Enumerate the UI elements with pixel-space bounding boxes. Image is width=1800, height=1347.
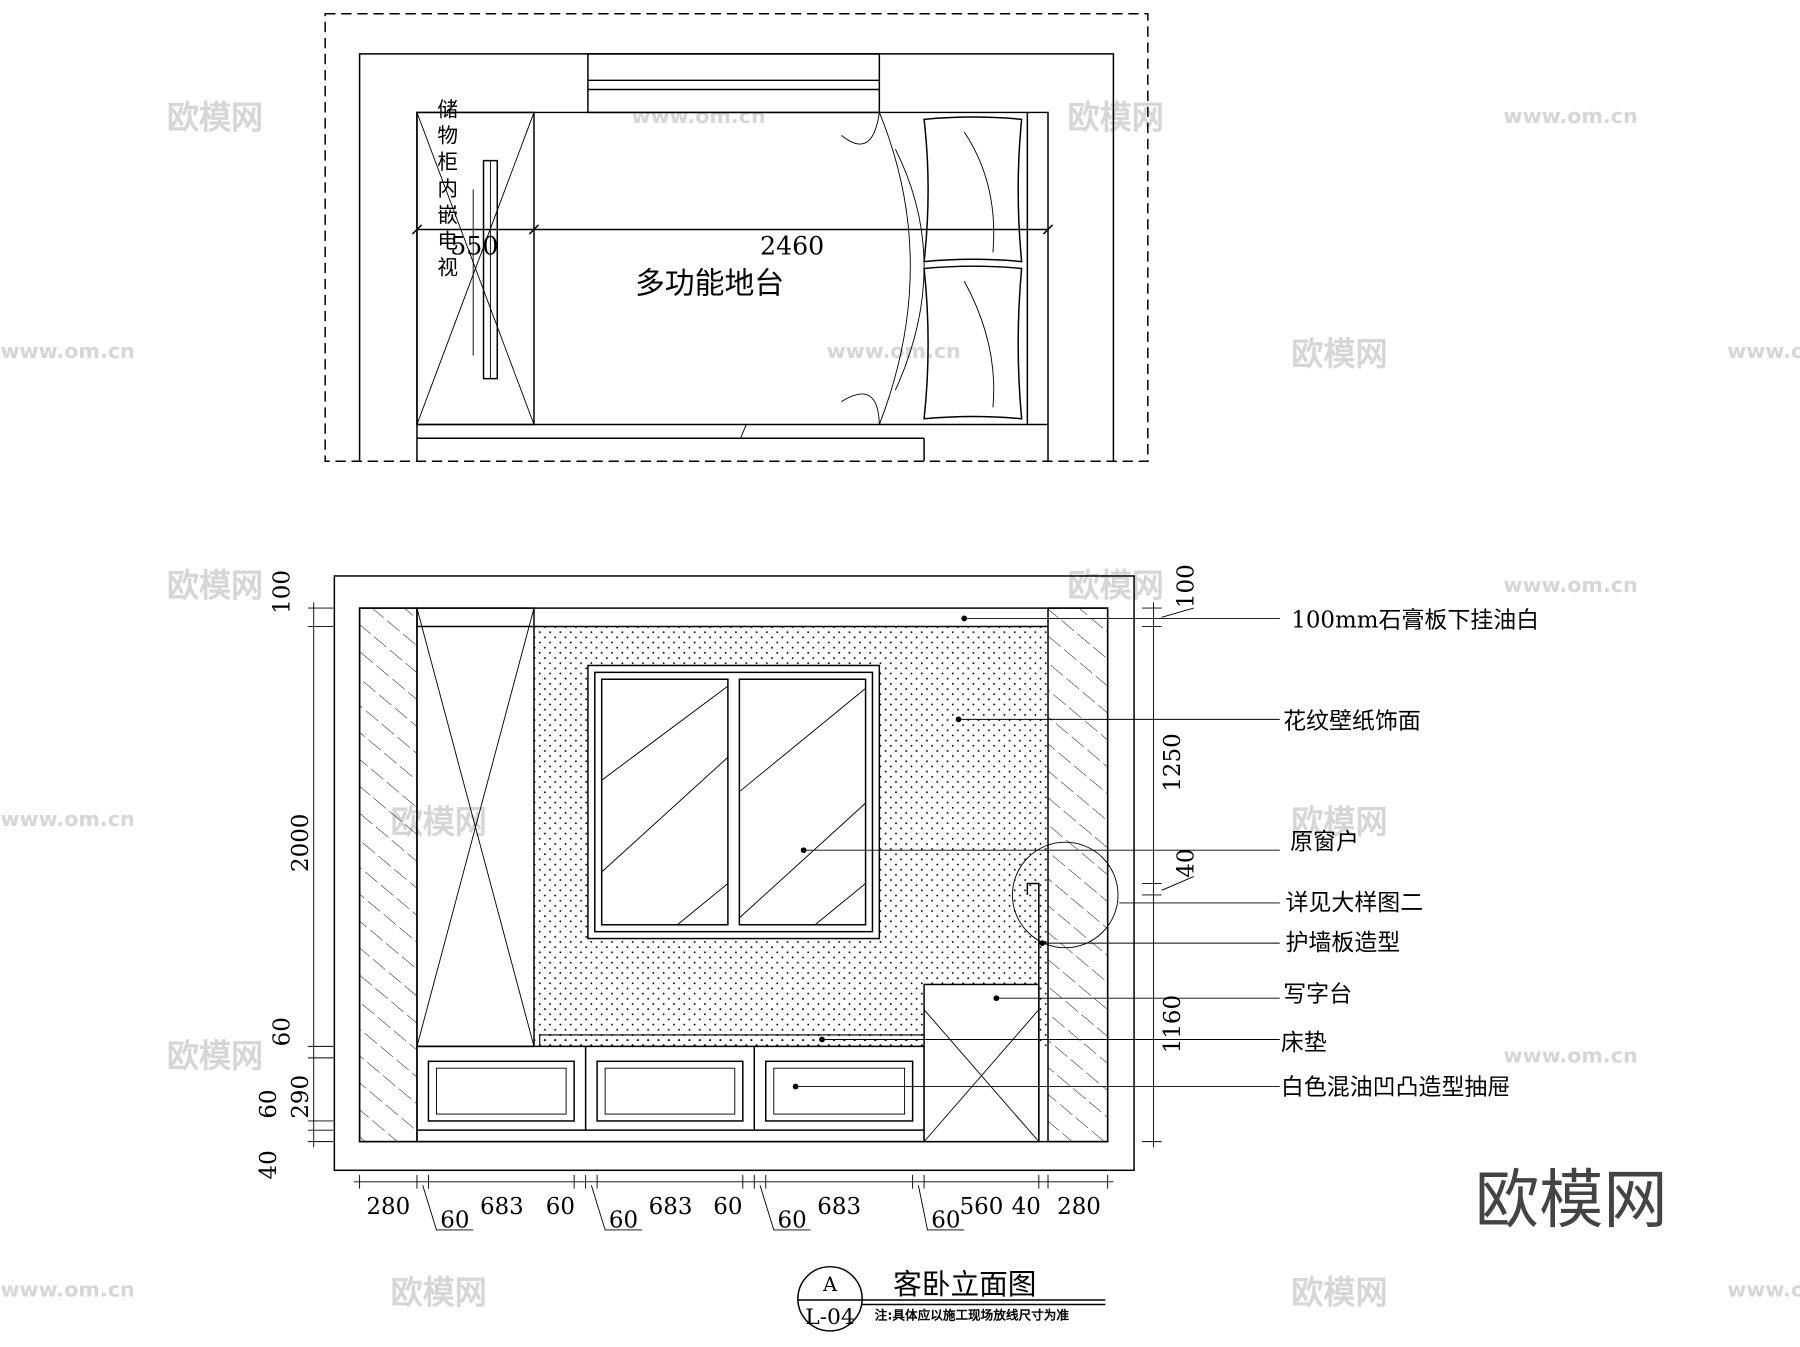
svg-text:60: 60 [713, 1194, 742, 1220]
svg-text:www.om.cn: www.om.cn [1504, 1043, 1638, 1067]
svg-text:2000: 2000 [288, 814, 314, 872]
svg-text:40: 40 [1174, 849, 1200, 878]
svg-text:100: 100 [270, 570, 296, 614]
svg-text:www.om.cn: www.om.cn [1727, 339, 1800, 363]
svg-text:280: 280 [366, 1194, 410, 1220]
svg-text:40: 40 [256, 1150, 282, 1179]
elevation-view: 100 2000 60 290 60 40 100 1250 40 1160 2… [256, 564, 1539, 1233]
svg-text:60: 60 [440, 1208, 469, 1234]
svg-text:欧模网: 欧模网 [391, 1273, 487, 1311]
svg-text:1250: 1250 [1160, 733, 1186, 791]
bottom-dims: 280 683 60 683 60 683 560 40 280 60 60 6… [366, 1194, 1100, 1234]
section-symbol-top: A [822, 1273, 838, 1296]
svg-text:290: 290 [288, 1075, 314, 1119]
svg-text:60: 60 [256, 1089, 282, 1118]
svg-text:www.om.cn: www.om.cn [0, 339, 134, 363]
watermarks: 欧模网 欧模网 www.om.cn www.om.cn www.om.cn ww… [0, 99, 1800, 1312]
svg-text:683: 683 [817, 1194, 861, 1220]
brand-logo: 欧模网 [1475, 1163, 1668, 1238]
drawing-note: 注:具体应以施工现场放线尺寸为准 [875, 1307, 1070, 1322]
svg-text:www.om.cn: www.om.cn [632, 104, 766, 128]
drawing-title: 客卧立面图 [893, 1267, 1036, 1301]
svg-text:www.om.cn: www.om.cn [1727, 1278, 1800, 1302]
svg-text:www.om.cn: www.om.cn [1504, 104, 1638, 128]
svg-text:护墙板造型: 护墙板造型 [1286, 930, 1401, 956]
svg-text:花纹壁纸饰面: 花纹壁纸饰面 [1283, 709, 1421, 735]
svg-text:欧模网: 欧模网 [167, 1037, 263, 1075]
svg-text:www.om.cn: www.om.cn [827, 339, 961, 363]
svg-text:100mm石膏板下挂油白: 100mm石膏板下挂油白 [1291, 608, 1539, 634]
svg-text:欧模网: 欧模网 [167, 99, 263, 137]
svg-text:683: 683 [480, 1194, 524, 1220]
svg-text:原窗户: 原窗户 [1290, 829, 1359, 855]
svg-text:60: 60 [609, 1208, 638, 1234]
svg-text:280: 280 [1057, 1194, 1101, 1220]
cabinet-label: 储物柜内嵌电视 [434, 98, 458, 283]
svg-text:欧模网: 欧模网 [167, 567, 263, 605]
svg-text:欧模网: 欧模网 [1068, 99, 1164, 137]
svg-text:欧模网: 欧模网 [1291, 335, 1387, 373]
svg-text:欧模网: 欧模网 [1291, 803, 1387, 841]
svg-text:详见大样图二: 详见大样图二 [1286, 890, 1424, 916]
plan-view: 550 2460 多功能地台 储物柜内嵌电视 [324, 13, 1149, 462]
dim-2460: 2460 [760, 232, 824, 261]
svg-text:欧模网: 欧模网 [1068, 567, 1164, 605]
svg-text:欧模网: 欧模网 [1291, 1273, 1387, 1311]
svg-text:683: 683 [649, 1194, 693, 1220]
svg-text:1160: 1160 [1160, 995, 1186, 1053]
svg-text:www.om.cn: www.om.cn [0, 1278, 134, 1302]
callout-labels: 100mm石膏板下挂油白 花纹壁纸饰面 原窗户 详见大样图二 护墙板造型 写字台… [1281, 608, 1539, 1101]
svg-text:560: 560 [960, 1194, 1004, 1220]
svg-text:www.om.cn: www.om.cn [1504, 573, 1638, 597]
svg-text:www.om.cn: www.om.cn [0, 807, 134, 831]
right-dims: 100 1250 40 1160 [1160, 564, 1200, 1053]
svg-text:60: 60 [270, 1017, 296, 1046]
section-symbol-bottom: L-04 [805, 1305, 855, 1330]
dim-550: 550 [450, 232, 498, 261]
svg-text:60: 60 [931, 1208, 960, 1234]
svg-text:写字台: 写字台 [1283, 982, 1352, 1008]
platform-label: 多功能地台 [635, 267, 784, 302]
svg-text:60: 60 [546, 1194, 575, 1220]
svg-text:100: 100 [1174, 564, 1200, 608]
title-block: A L-04 客卧立面图 注:具体应以施工现场放线尺寸为准 [797, 1265, 1106, 1332]
svg-text:60: 60 [778, 1208, 807, 1234]
svg-text:床垫: 床垫 [1281, 1030, 1327, 1056]
svg-text:白色混油凹凸造型抽屉: 白色混油凹凸造型抽屉 [1281, 1075, 1510, 1101]
left-dims: 100 2000 60 290 60 40 [256, 570, 314, 1179]
svg-text:40: 40 [1012, 1194, 1041, 1220]
